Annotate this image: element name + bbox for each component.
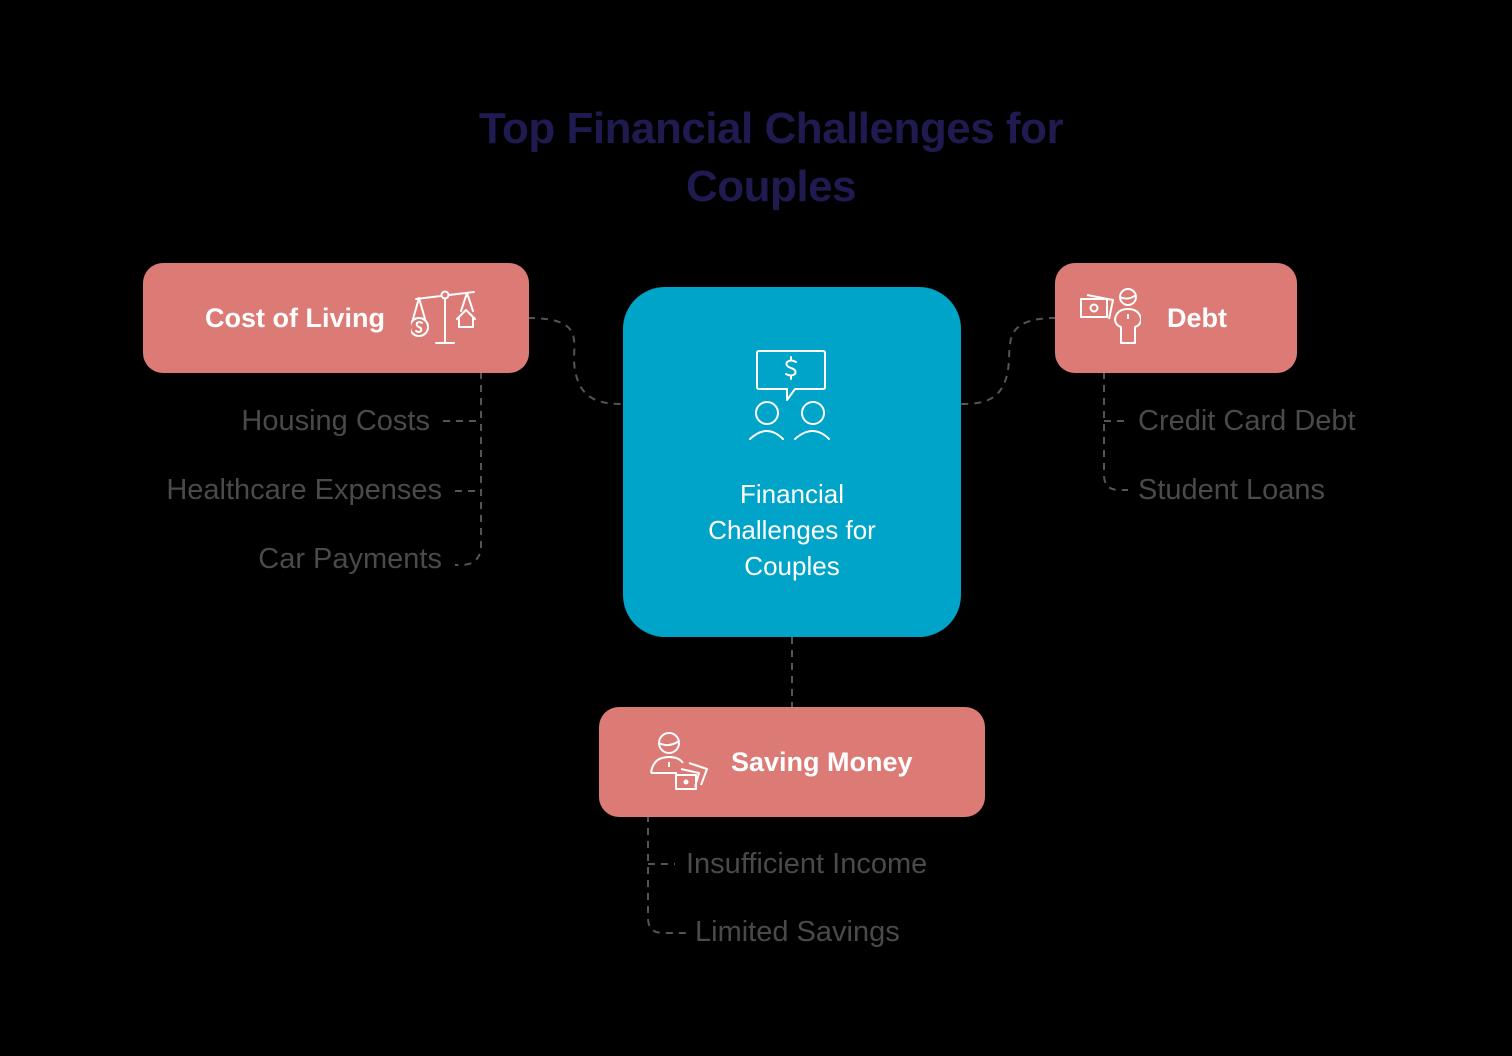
central-label-line-1: Financial [739, 479, 845, 509]
tree-cost-of-living [455, 372, 482, 566]
title-line-2: Couples [685, 162, 857, 211]
branch-label-debt: Debt [1167, 302, 1227, 333]
balance-scale-money-house-icon [410, 287, 477, 349]
central-label-line-2: Challenges for [708, 515, 876, 545]
connector-cost-of-living [527, 317, 624, 405]
sub-item-healthcare-expenses: Healthcare Expenses [166, 474, 442, 506]
sub-item-student-loans: Student Loans [1138, 474, 1326, 506]
title-line-1: Top Financial Challenges for [478, 104, 1064, 153]
connector-debt [960, 317, 1057, 405]
branch-node-cost-of-living[interactable]: Cost of Living [143, 263, 529, 373]
tree-saving-money [647, 815, 686, 934]
branch-label-cost-of-living: Cost of Living [205, 302, 385, 333]
central-node[interactable]: Financial Challenges for Couples [623, 287, 961, 637]
branch-label-saving-money: Saving Money [731, 746, 913, 777]
branch-node-debt[interactable]: Debt [1055, 263, 1297, 373]
branch-node-saving-money[interactable]: Saving Money [599, 707, 985, 817]
couple-money-chat-icon [747, 347, 837, 448]
person-cash-icon [649, 731, 709, 793]
central-label-line-3: Couples [744, 551, 840, 581]
central-node-label: Financial Challenges for Couples [682, 476, 902, 584]
cash-person-icon [1079, 287, 1141, 349]
sub-item-housing-costs: Housing Costs [241, 405, 430, 437]
sub-item-credit-card-debt: Credit Card Debt [1138, 405, 1356, 437]
sub-item-limited-savings: Limited Savings [695, 916, 900, 948]
sub-item-car-payments: Car Payments [258, 543, 442, 575]
diagram-title: Top Financial Challenges for Couples [0, 100, 1512, 216]
sub-item-insufficient-income: Insufficient Income [686, 848, 928, 880]
tree-debt [1103, 372, 1128, 491]
